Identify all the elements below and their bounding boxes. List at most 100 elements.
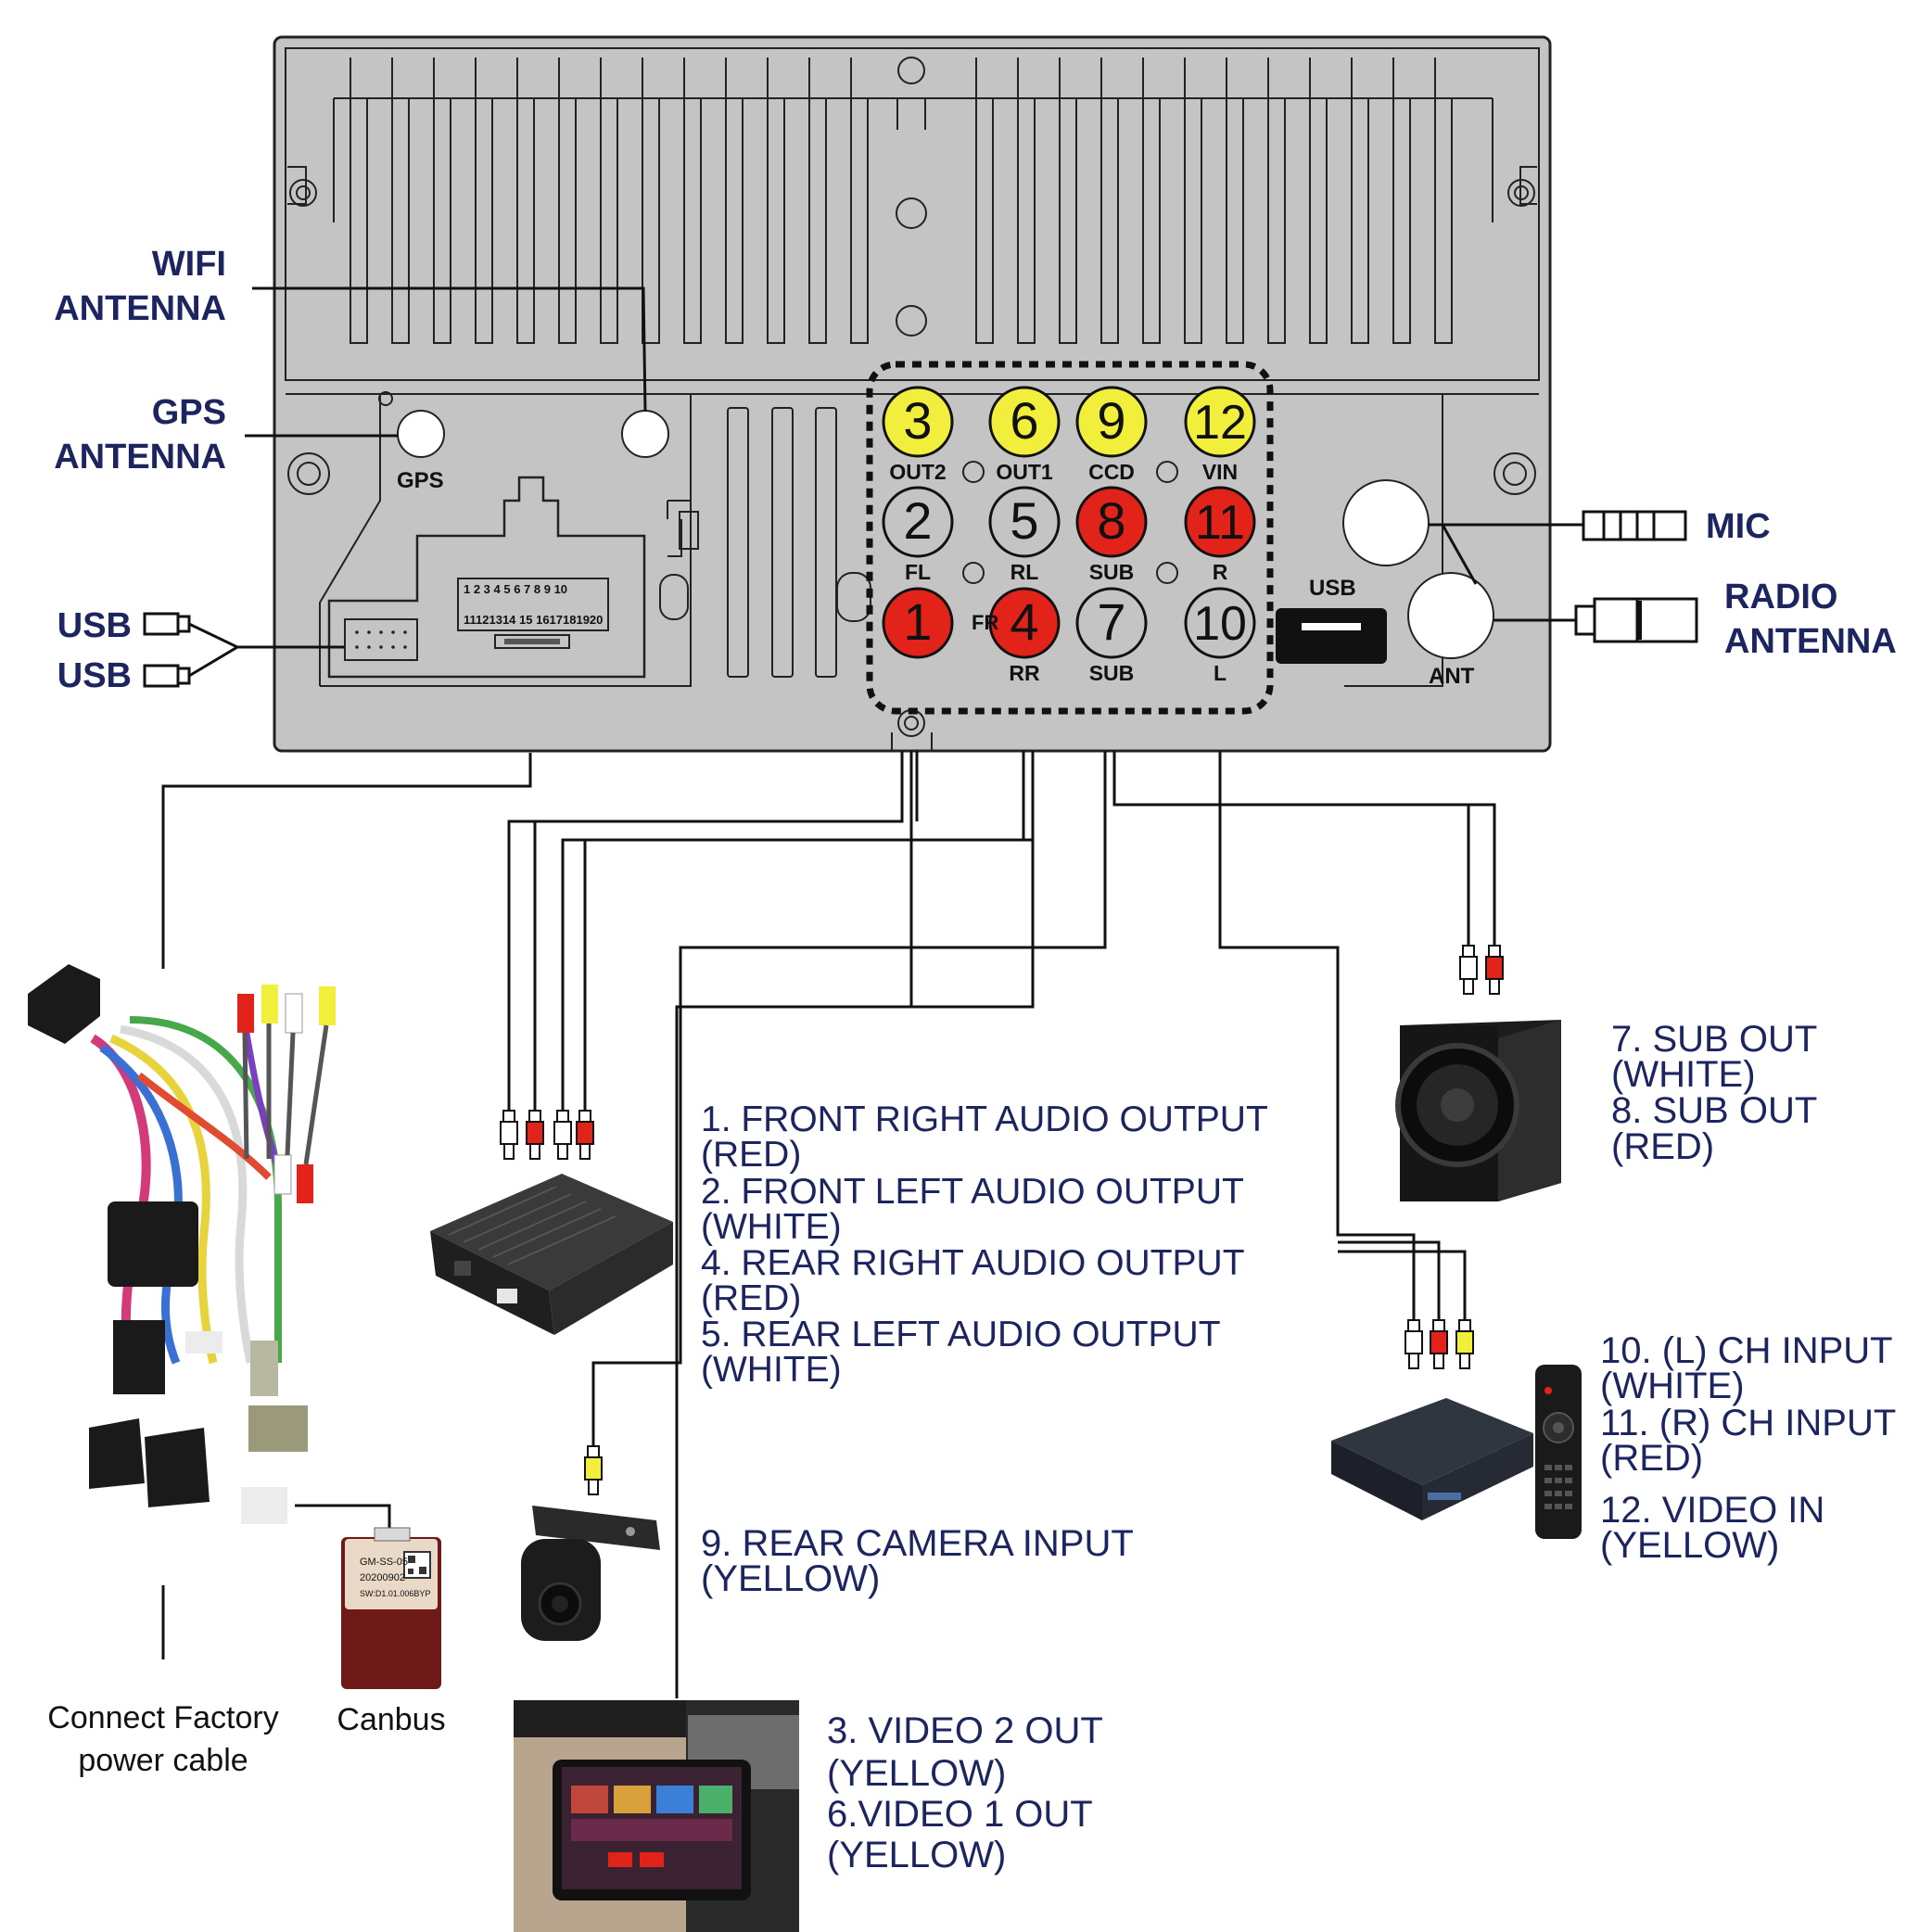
left-callouts: WIFI ANTENNA GPS ANTENNA USB USB — [54, 245, 647, 695]
camera-description: 9. REAR CAMERA INPUT (YELLOW) — [701, 1523, 1134, 1599]
mic-plug-icon — [1582, 510, 1687, 541]
rca-jack-2: 2FL — [882, 486, 954, 584]
camera-desc-line-1: 9. REAR CAMERA INPUT — [701, 1523, 1134, 1564]
factory-caption-1: Connect Factory — [47, 1700, 278, 1735]
rca-jack-label: RL — [1010, 560, 1039, 584]
box-desc-line-1: 10. (L) CH INPUT — [1600, 1330, 1893, 1371]
rear-camera-image — [521, 1506, 660, 1641]
pin-numbers-bottom: 11121314 15 1617181920 — [464, 613, 603, 627]
fr-label: FR — [972, 611, 998, 634]
sub-desc-line-1: 7. SUB OUT — [1611, 1019, 1817, 1060]
rca-jack-5: 5RL — [988, 486, 1061, 584]
video-desc-line-4: (YELLOW) — [827, 1835, 1006, 1875]
amp-description: 1. FRONT RIGHT AUDIO OUTPUT (RED) 2. FRO… — [701, 1099, 1268, 1390]
sub-desc-line-4: (RED) — [1611, 1126, 1714, 1167]
rca-jack-label: SUB — [1089, 661, 1135, 685]
rca-jack-number: 12 — [1193, 396, 1247, 450]
box-desc-line-6: (YELLOW) — [1600, 1525, 1779, 1566]
rca-jack-circle — [882, 386, 954, 458]
canbus-module-line-1: GM-SS-05 — [360, 1557, 408, 1568]
wifi-label-1: WIFI — [152, 245, 226, 284]
rca-jack-circle — [1075, 386, 1148, 458]
ant-port-label: ANT — [1429, 664, 1475, 689]
radio-antenna-plug-icon — [1574, 597, 1698, 643]
video-desc-line-3: 6.VIDEO 1 OUT — [827, 1794, 1093, 1835]
video-description: 3. VIDEO 2 OUT (YELLOW) 6.VIDEO 1 OUT (Y… — [827, 1710, 1103, 1875]
canbus-module-line-3: SW:D1.01.006BYP — [360, 1589, 430, 1598]
rca-jack-11: 11R — [1184, 486, 1256, 584]
rca-jack-number: 8 — [1097, 491, 1125, 550]
amp-desc-line-7: 5. REAR LEFT AUDIO OUTPUT — [701, 1315, 1221, 1354]
wifi-label-2: ANTENNA — [54, 289, 226, 328]
factory-caption-2: power cable — [78, 1743, 248, 1778]
rca-jack-label: FL — [905, 560, 931, 584]
canbus-module: GM-SS-05 20200902 SW:D1.01.006BYP — [341, 1527, 441, 1689]
rca-jack-label: OUT1 — [996, 460, 1053, 484]
sub-description: 7. SUB OUT (WHITE) 8. SUB OUT (RED) — [1611, 1019, 1817, 1167]
right-callouts: MIC RADIO ANTENNA — [1429, 507, 1897, 661]
rca-jack-circle — [882, 587, 954, 659]
rca-jack-circle — [988, 486, 1061, 558]
rca-jack-label: CCD — [1088, 460, 1135, 484]
rca-jack-number: 6 — [1010, 391, 1038, 450]
usb-label-1: USB — [57, 606, 132, 645]
rca-jack-circle — [1075, 486, 1148, 558]
video-desc-line-2: (YELLOW) — [827, 1753, 1006, 1794]
gps-label-2: ANTENNA — [54, 438, 226, 477]
amp-desc-line-4: (WHITE) — [701, 1207, 842, 1247]
head-unit-rear-panel: 1 2 3 4 5 6 7 8 9 10 11121314 15 1617181… — [273, 35, 1552, 753]
rca-jack-number: 7 — [1097, 592, 1125, 651]
rca-jack-10: 10L — [1184, 587, 1256, 685]
usb-plug-icon — [143, 612, 191, 688]
subwoofer-image — [1395, 1020, 1561, 1201]
rca-plug — [526, 1110, 544, 1160]
headrest-monitor-image — [514, 1700, 799, 1932]
box-desc-line-4: (RED) — [1600, 1438, 1703, 1479]
rca-jack-number: 3 — [903, 391, 932, 450]
rca-jack-label: VIN — [1202, 460, 1238, 484]
rca-jack-4: 4RR — [988, 587, 1061, 685]
canbus-module-line-2: 20200902 — [360, 1572, 405, 1583]
sub-desc-line-3: 8. SUB OUT — [1611, 1090, 1817, 1131]
amp-desc-line-6: (RED) — [701, 1278, 801, 1318]
rca-jack-circle — [1075, 587, 1148, 659]
rca-jack-label: R — [1213, 560, 1228, 584]
pin-numbers-top: 1 2 3 4 5 6 7 8 9 10 — [464, 582, 567, 596]
gps-label-1: GPS — [152, 393, 226, 432]
rca-jack-number: 4 — [1010, 592, 1038, 651]
harness-rca-plugs — [237, 985, 336, 1203]
rca-jack-number: 2 — [903, 491, 932, 550]
rca-jack-number: 5 — [1010, 491, 1038, 550]
box-desc-line-5: 12. VIDEO IN — [1600, 1490, 1824, 1531]
amp-desc-line-8: (WHITE) — [701, 1350, 842, 1390]
rca-plug — [576, 1110, 594, 1160]
amp-desc-line-5: 4. REAR RIGHT AUDIO OUTPUT — [701, 1243, 1245, 1283]
rca-jack-circle — [988, 386, 1061, 458]
rca-jack-circle — [988, 587, 1061, 659]
heatsink-fins — [333, 57, 1493, 344]
canbus-caption: Canbus — [337, 1702, 445, 1737]
rca-jack-circle — [1184, 386, 1256, 458]
rca-jack-circle — [882, 486, 954, 558]
wiring-harness-image — [28, 964, 336, 1524]
box-desc-line-2: (WHITE) — [1600, 1366, 1745, 1406]
amp-desc-line-2: (RED) — [701, 1135, 801, 1175]
usb-port — [1276, 608, 1387, 664]
tv-box-and-remote-image — [1331, 1365, 1582, 1539]
rca-plug — [553, 1110, 572, 1160]
rca-jack-label: L — [1214, 661, 1227, 685]
rca-jack-number: 11 — [1195, 496, 1245, 550]
rca-jack-label: OUT2 — [889, 460, 946, 484]
radio-label-1: RADIO — [1724, 578, 1837, 616]
video-desc-line-1: 3. VIDEO 2 OUT — [827, 1710, 1103, 1751]
rca-plug — [1405, 1319, 1423, 1369]
rca-plug — [500, 1110, 518, 1160]
radio-label-2: ANTENNA — [1724, 622, 1897, 661]
rca-jack-label: SUB — [1089, 560, 1135, 584]
